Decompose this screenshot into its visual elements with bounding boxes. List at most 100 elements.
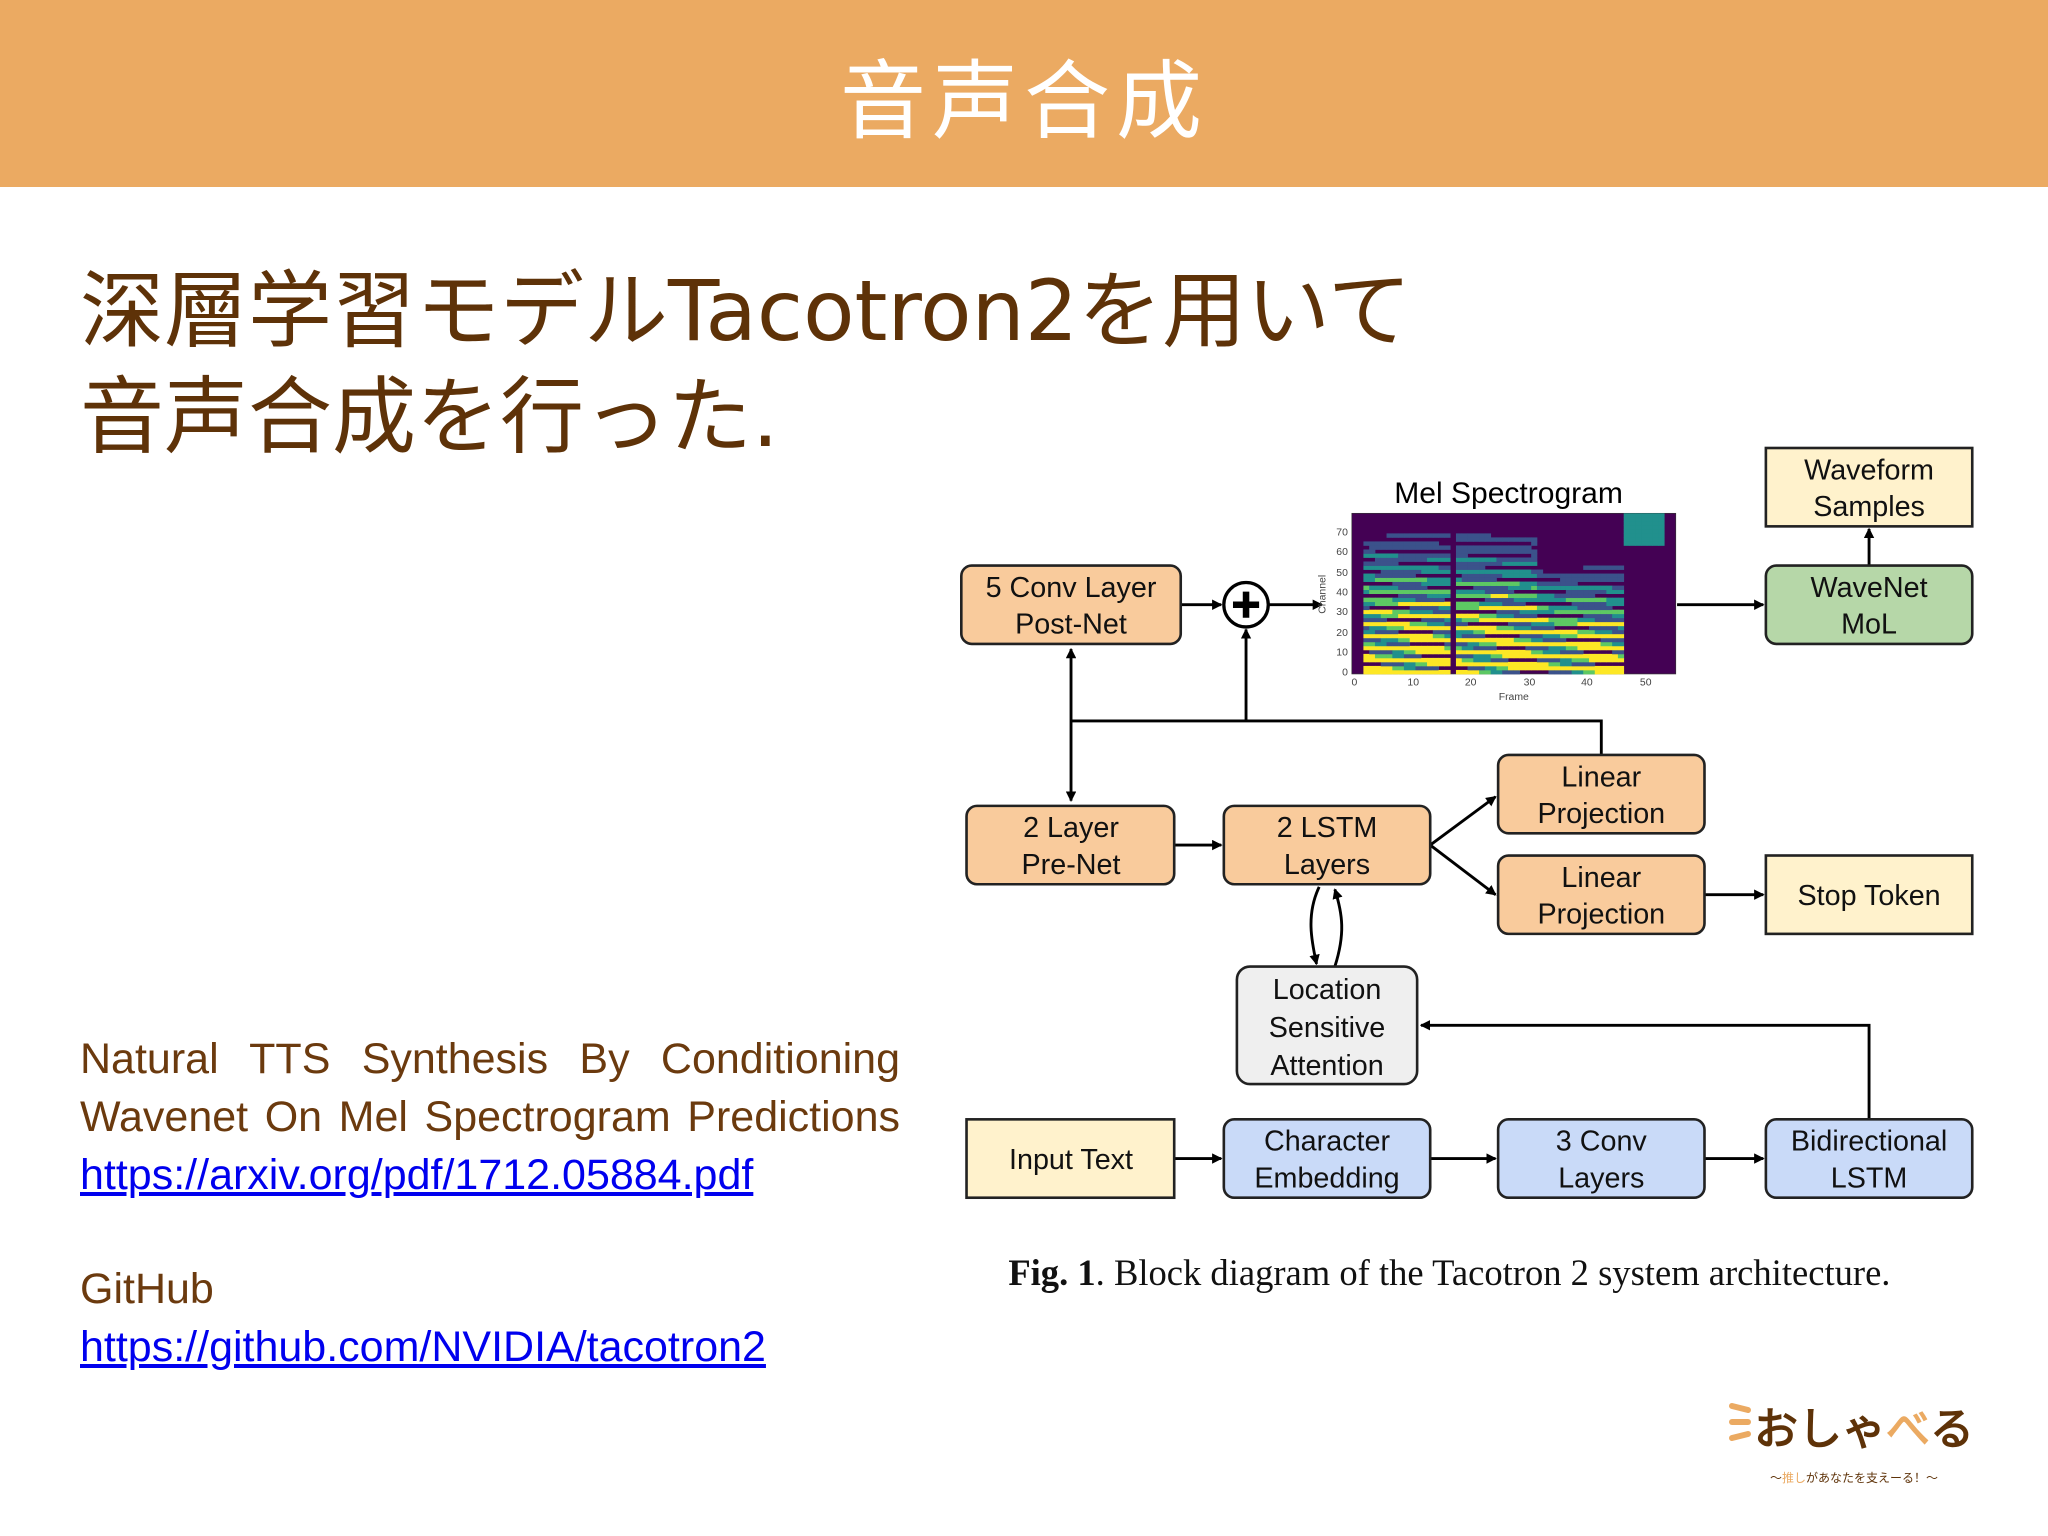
spectrogram-cell: [1421, 589, 1428, 595]
spectrogram-cell: [1508, 649, 1515, 655]
spectrogram-cell: [1577, 649, 1584, 655]
spectrogram-cell: [1496, 657, 1503, 663]
spectrogram-cell: [1374, 625, 1382, 631]
spectrogram-cell: [1508, 561, 1515, 566]
svg-text:Projection: Projection: [1537, 798, 1665, 830]
arrow-lstm-to-attention: [1309, 886, 1321, 966]
spectrogram-cell: [1392, 661, 1399, 667]
spectrogram-cell: [1473, 557, 1480, 562]
spectrogram-cell: [1617, 657, 1625, 663]
spectrogram-cell: [1363, 541, 1370, 546]
spectrogram-cell: [1502, 669, 1509, 675]
spectrogram-cell: [1467, 573, 1474, 578]
spectrogram-cell: [1502, 625, 1509, 631]
spectrogram-cell: [1403, 585, 1411, 591]
svg-text:Location: Location: [1273, 974, 1382, 1006]
spectrogram-cell: [1403, 633, 1411, 639]
spectrogram-cell: [1427, 637, 1434, 643]
spectrogram-cell: [1594, 613, 1601, 619]
spectrogram-cell: [1479, 617, 1486, 623]
spectrogram-cell: [1473, 645, 1480, 651]
spectrogram-cell: [1432, 581, 1439, 586]
spectrogram-cell: [1536, 593, 1544, 599]
spectrogram-cell: [1531, 653, 1538, 659]
spectrogram-cell: [1415, 633, 1422, 639]
spectrogram-cell: [1490, 641, 1497, 647]
spectrogram-cell: [1542, 629, 1549, 635]
spectrogram-cell: [1548, 597, 1555, 603]
spectrogram-cell: [1467, 637, 1474, 643]
spectrogram-cell: [1548, 637, 1555, 643]
spectrogram-cell: [1577, 641, 1584, 647]
spectrogram-cell: [1374, 573, 1382, 578]
spectrogram-cell: [1508, 549, 1515, 554]
spectrogram-cell: [1565, 577, 1573, 582]
spectrogram-cell: [1525, 573, 1532, 578]
spectrogram-cell: [1479, 573, 1486, 578]
spectrogram-cell: [1386, 601, 1393, 607]
svg-text:Linear: Linear: [1561, 761, 1641, 793]
spectrogram-cell: [1363, 641, 1370, 647]
svg-text:おしゃべる: おしゃべる: [1754, 1404, 1974, 1455]
spectrogram-cell: [1617, 645, 1625, 651]
spectrogram-cell: [1490, 581, 1497, 586]
spectrogram-cell: [1415, 613, 1422, 619]
spectrogram-cell: [1484, 657, 1492, 663]
spectrogram-cell: [1519, 601, 1526, 607]
spectrogram-cell: [1421, 649, 1428, 655]
spectrogram-cell: [1490, 657, 1497, 663]
spectrogram-cell: [1623, 517, 1630, 522]
spectrogram-cell: [1588, 621, 1596, 627]
spectrogram-cell: [1461, 581, 1468, 586]
spectrogram-cell: [1398, 637, 1405, 643]
spectrogram-cell: [1386, 597, 1393, 603]
box-stop-token: Stop Token: [1764, 854, 1974, 936]
spectrogram-cell: [1415, 621, 1422, 627]
spectrogram-cell: [1455, 657, 1463, 663]
spectrogram-cell: [1519, 653, 1526, 659]
spectrogram-cell: [1600, 633, 1607, 639]
spectrogram-cell: [1536, 617, 1544, 623]
spectrogram-cell: [1612, 629, 1619, 635]
spectrogram-cell: [1479, 537, 1486, 542]
spectrogram-cell: [1438, 657, 1445, 663]
spectrogram-cell: [1641, 525, 1648, 530]
spectrogram-cell: [1374, 597, 1382, 603]
spectrogram-cell: [1588, 605, 1596, 611]
spectrogram-cell: [1502, 653, 1509, 659]
spectrogram-cell: [1415, 669, 1422, 675]
spectrogram-cell: [1635, 525, 1642, 530]
spectrogram-cell: [1444, 617, 1451, 623]
spectrogram-cell: [1513, 593, 1520, 599]
spectrogram-cell: [1502, 665, 1509, 671]
spectrogram-cell: [1369, 585, 1376, 591]
spectrogram-cell: [1455, 653, 1463, 659]
spectrogram-cell: [1583, 589, 1590, 595]
spectrogram-cell: [1415, 541, 1422, 546]
spectrogram-cell: [1409, 605, 1416, 611]
spectrogram-cell: [1392, 589, 1399, 595]
spectrogram-cell: [1554, 621, 1561, 627]
spectrogram-cell: [1502, 609, 1509, 615]
paper-link[interactable]: https://arxiv.org/pdf/1712.05884.pdf: [80, 1151, 754, 1199]
spectrogram-cell: [1658, 521, 1665, 526]
spectrogram-cell: [1438, 617, 1445, 623]
spectrogram-cell: [1508, 653, 1515, 659]
spectrogram-cell: [1427, 609, 1434, 615]
spectrogram-cell: [1588, 593, 1596, 599]
spectrogram-cell: [1525, 617, 1532, 623]
spectrogram-cell: [1415, 637, 1422, 643]
github-link[interactable]: https://github.com/NVIDIA/tacotron2: [80, 1323, 766, 1371]
spectrogram-cell: [1473, 549, 1480, 554]
spectrogram-cell: [1548, 617, 1555, 623]
slide-title: 音声合成: [840, 52, 1208, 152]
spectrogram-cell: [1409, 585, 1416, 591]
spectrogram-cell: [1369, 561, 1376, 566]
spectrogram-cell: [1369, 629, 1376, 635]
spectrogram-cell: [1502, 585, 1509, 591]
spectrogram-cell: [1398, 601, 1405, 607]
spectrogram-cell: [1548, 629, 1555, 635]
spectrogram-cell: [1583, 645, 1590, 651]
spectrogram-cell: [1386, 609, 1393, 615]
spectrogram-cell: [1432, 609, 1439, 615]
